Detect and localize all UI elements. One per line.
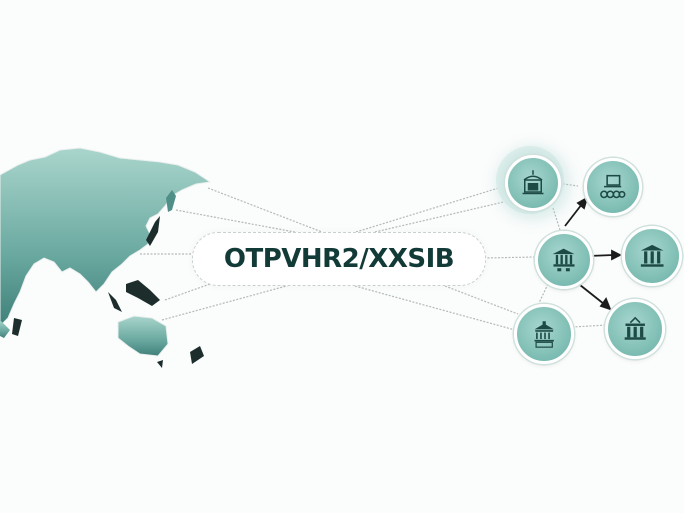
connector-lines-right — [354, 179, 609, 331]
bank-building-icon — [534, 321, 554, 348]
computer-payment-icon — [600, 175, 626, 199]
bank-columns-icon — [624, 316, 646, 340]
bank-node-center[interactable] — [535, 231, 593, 289]
connector-lines-left — [140, 187, 323, 321]
bank-columns-icon — [640, 244, 664, 267]
payment-node-top-right[interactable] — [584, 158, 642, 216]
bank-columns-icon — [553, 249, 575, 272]
bank-node-top-left[interactable] — [505, 155, 561, 211]
bank-building-icon — [522, 170, 544, 195]
bank-node-bottom-right[interactable] — [605, 299, 665, 359]
center-identifier-pill: OTPVHR2/XXSIB — [192, 232, 486, 286]
center-identifier-label: OTPVHR2/XXSIB — [223, 244, 455, 274]
asia-pacific-map — [0, 147, 212, 368]
bank-node-middle-right[interactable] — [622, 226, 682, 286]
bank-node-bottom-left[interactable] — [514, 304, 574, 364]
